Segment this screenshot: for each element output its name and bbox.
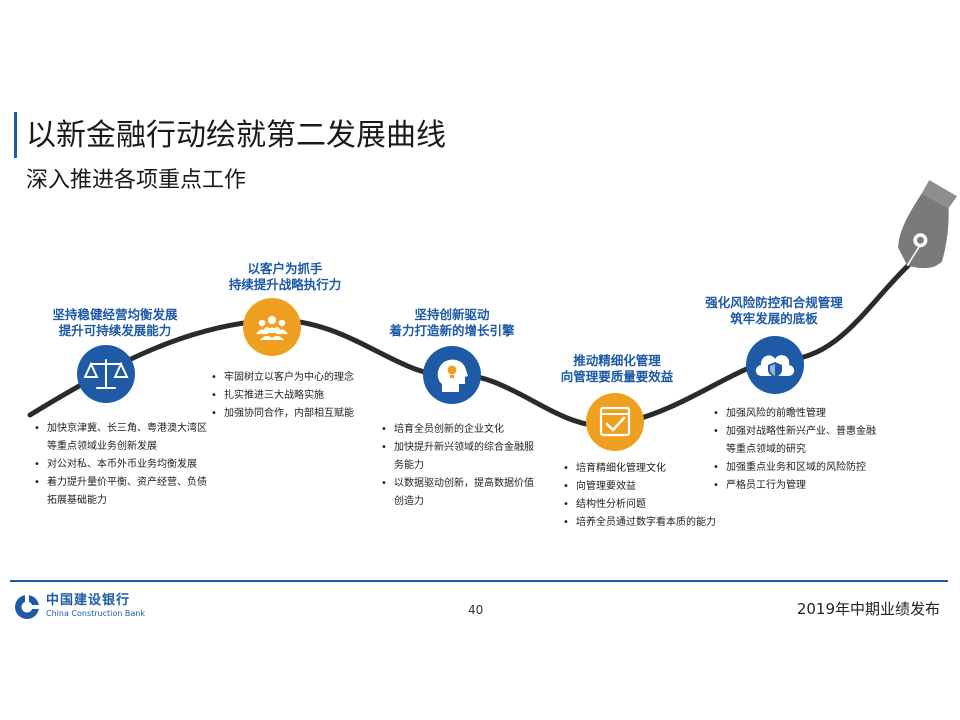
list-item: 着力提升量价平衡、资产经营、负债拓展基础能力 <box>34 474 208 510</box>
list-item: 加强风险的前瞻性管理 <box>713 405 883 423</box>
list-item: 向管理要效益 <box>563 478 735 496</box>
checklist-window-icon <box>599 406 631 437</box>
stage-5-node <box>746 336 804 394</box>
list-item: 加强协同合作，内部相互赋能 <box>211 405 381 423</box>
list-item: 对公对私、本币外币业务均衡发展 <box>34 456 208 474</box>
logo-english-name: China Construction Bank <box>46 609 145 618</box>
list-item: 加快京津冀、长三角、粤港澳大湾区等重点领域业务创新发展 <box>34 420 208 456</box>
stage-4-heading: 推动精细化管理向管理要质量要效益 <box>560 353 674 384</box>
list-item: 严格员工行为管理 <box>713 477 883 495</box>
list-item: 加强对战略性新兴产业、普惠金融等重点领域的研究 <box>713 423 883 459</box>
list-item: 扎实推进三大战略实施 <box>211 387 381 405</box>
pen-nib-icon <box>898 180 958 269</box>
stage-4-node <box>586 393 644 451</box>
stage-3-heading: 坚持创新驱动着力打造新的增长引擎 <box>389 307 515 338</box>
logo-chinese-name: 中国建设银行 <box>46 593 131 608</box>
bank-logo: 中国建设银行 China Construction Bank <box>14 594 145 620</box>
page-number: 40 <box>468 603 484 617</box>
stage-1-node <box>77 345 135 403</box>
list-item: 结构性分析问题 <box>563 496 735 514</box>
list-item: 加强重点业务和区域的风险防控 <box>713 459 883 477</box>
list-item: 牢固树立以客户为中心的理念 <box>211 369 381 387</box>
people-group-icon <box>256 316 288 340</box>
title-accent-bar <box>14 112 17 158</box>
page-title: 以新金融行动绘就第二发展曲线 <box>26 118 446 153</box>
page-subtitle: 深入推进各项重点工作 <box>26 168 247 193</box>
stage-5-bullet-list: 加强风险的前瞻性管理 加强对战略性新兴产业、普惠金融等重点领域的研究 加强重点业… <box>713 405 883 495</box>
stage-2-bullet-list: 牢固树立以客户为中心的理念 扎实推进三大战略实施 加强协同合作，内部相互赋能 <box>211 369 381 423</box>
stage-4-bullet-list: 培育精细化管理文化 向管理要效益 结构性分析问题 培养全员通过数字看本质的能力 <box>563 460 735 532</box>
stage-5-heading: 强化风险防控和合规管理筑牢发展的底板 <box>705 295 843 326</box>
ccb-logo-icon <box>15 595 39 619</box>
stage-2-heading: 以客户为抓手持续提升战略执行力 <box>228 261 342 292</box>
list-item: 加快提升新兴领域的综合金融服务能力 <box>381 439 539 475</box>
scale-icon <box>83 359 129 389</box>
footer-divider <box>10 580 948 582</box>
list-item: 培养全员通过数字看本质的能力 <box>563 514 735 532</box>
cloud-shield-icon <box>755 355 795 378</box>
list-item: 培育精细化管理文化 <box>563 460 735 478</box>
list-item: 培育全员创新的企业文化 <box>381 421 539 439</box>
event-title: 2019年中期业绩发布 <box>796 600 940 618</box>
list-item: 以数据驱动创新，提高数据价值创造力 <box>381 475 539 511</box>
lightbulb-head-icon <box>437 359 468 392</box>
stage-2-node <box>243 298 301 356</box>
stage-3-bullet-list: 培育全员创新的企业文化 加快提升新兴领域的综合金融服务能力 以数据驱动创新，提高… <box>381 421 539 511</box>
stage-1-heading: 坚持稳健经营均衡发展提升可持续发展能力 <box>52 307 178 338</box>
stage-1-bullet-list: 加快京津冀、长三角、粤港澳大湾区等重点领域业务创新发展 对公对私、本币外币业务均… <box>34 420 208 510</box>
stage-3-node <box>423 346 481 404</box>
